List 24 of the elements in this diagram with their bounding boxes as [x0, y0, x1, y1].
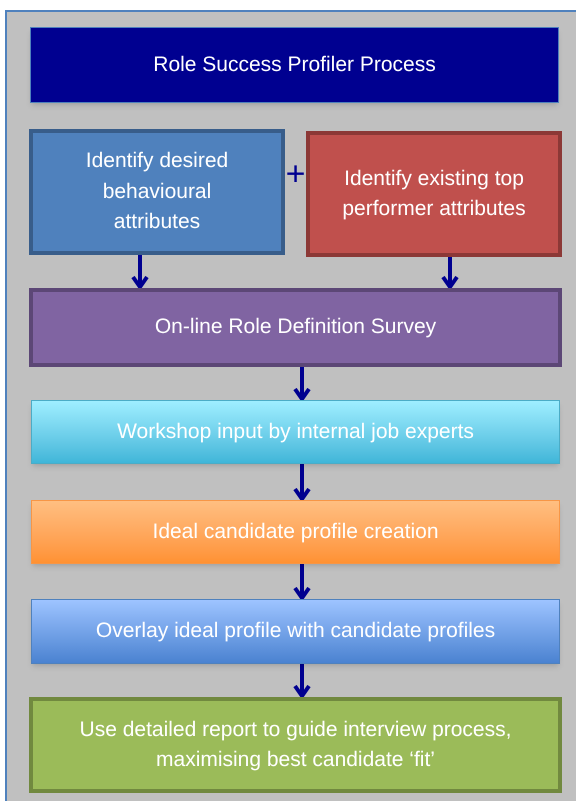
arrow — [293, 664, 311, 698]
box-label: On-line Role Definition Survey — [154, 314, 438, 340]
plus-sign: + — [285, 157, 306, 191]
arrow — [293, 564, 311, 600]
process-box — [31, 400, 560, 464]
process-box — [31, 500, 560, 564]
title-box — [30, 27, 559, 103]
process-box — [29, 288, 562, 367]
process-box — [29, 697, 562, 793]
box-label: Overlay ideal profile with candidate profiles — [94, 618, 496, 644]
process-box — [306, 131, 562, 257]
box-label: Ideal candidate profile creation — [151, 518, 440, 545]
arrow — [293, 367, 311, 401]
arrow — [131, 255, 149, 289]
arrow — [441, 257, 459, 289]
process-box — [31, 599, 560, 664]
panel-background — [5, 10, 576, 801]
box-label: Use detailed report to guide interview process, maximising best candidate ‘fit’ — [78, 716, 512, 773]
box-label: Workshop input by internal job experts — [116, 418, 475, 445]
arrow — [293, 464, 311, 501]
box-label: Identify existing top performer attributes — [341, 166, 527, 222]
box-label: Identify desired behavioural attributes — [84, 148, 230, 236]
box-label: Role Success Profiler Process — [152, 52, 437, 78]
process-box — [29, 129, 285, 255]
